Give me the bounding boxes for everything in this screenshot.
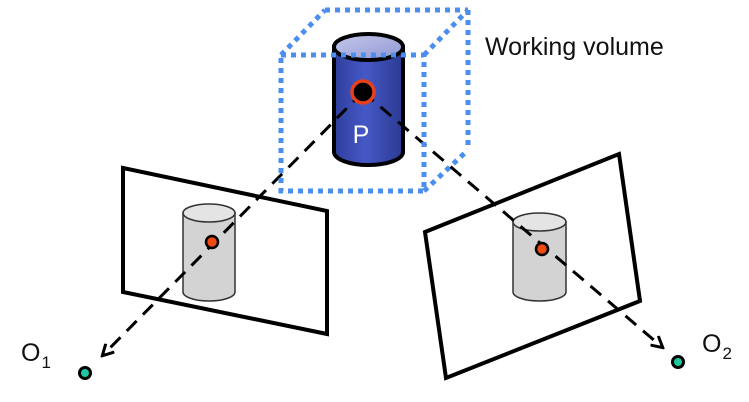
camera-2-label: O2 xyxy=(702,330,732,363)
ray-to-camera-2 xyxy=(362,90,662,347)
camera-1-label: O1 xyxy=(21,339,51,372)
working-volume-back xyxy=(279,7,471,193)
camera-2-label-subscript: 2 xyxy=(722,344,731,363)
ray-to-camera-1 xyxy=(103,90,365,355)
camera-2-label-main: O xyxy=(702,330,721,358)
point-p-marker xyxy=(350,79,376,105)
projected-object-1 xyxy=(182,203,236,302)
camera-1-label-main: O xyxy=(21,339,40,367)
projection-rays xyxy=(103,90,662,355)
projected-point-1 xyxy=(204,234,220,250)
camera-center-2 xyxy=(671,355,685,369)
camera-center-1 xyxy=(78,366,92,380)
point-p-label: P xyxy=(353,121,370,149)
working-volume-front xyxy=(278,52,427,194)
camera-1-label-subscript: 1 xyxy=(41,353,50,372)
projected-point-2 xyxy=(534,241,550,257)
projected-object-2 xyxy=(512,212,567,302)
working-volume-label: Working volume xyxy=(485,33,664,61)
